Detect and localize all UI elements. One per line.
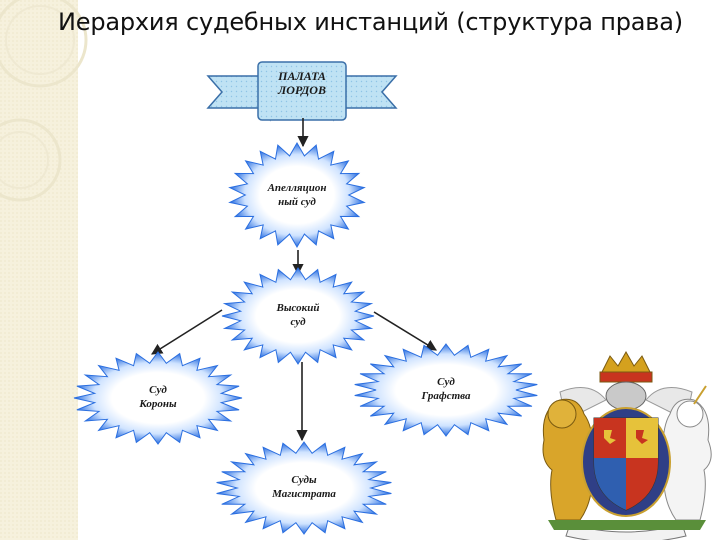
node-county-court: Суд Графства <box>354 343 538 437</box>
appeal-label-line2: ный суд <box>278 196 316 208</box>
node-high-court: Высокий суд <box>221 267 375 365</box>
lords-label-line1: ПАЛАТА <box>277 69 326 83</box>
arrow-high-to-crown <box>151 309 223 355</box>
appeal-label-line1: Апелляцион <box>267 182 327 194</box>
high-label-line1: Высокий <box>276 302 320 314</box>
county-label-line1: Суд <box>437 376 455 388</box>
lords-label-line2: ЛОРДОВ <box>277 83 326 97</box>
crown-label-line2: Короны <box>138 398 177 410</box>
slide-title: Иерархия судебных инстанций (структура п… <box>58 8 683 36</box>
node-appeal-court: Апелляцион ный суд <box>228 141 366 249</box>
county-label-line2: Графства <box>421 390 471 402</box>
magistrate-label-line1: Суды <box>291 474 317 486</box>
node-crown-court: Суд Короны <box>73 351 243 445</box>
high-label-line2: суд <box>290 316 306 328</box>
arrow-high-to-county <box>373 311 437 351</box>
house-of-lords-banner: ПАЛАТА ЛОРДОВ <box>206 61 398 122</box>
node-magistrates-court: Суды Магистрата <box>216 441 392 535</box>
crown-label-line1: Суд <box>149 384 167 396</box>
royal-coat-of-arms-icon <box>542 350 712 540</box>
magistrate-label-line2: Магистрата <box>271 488 336 500</box>
